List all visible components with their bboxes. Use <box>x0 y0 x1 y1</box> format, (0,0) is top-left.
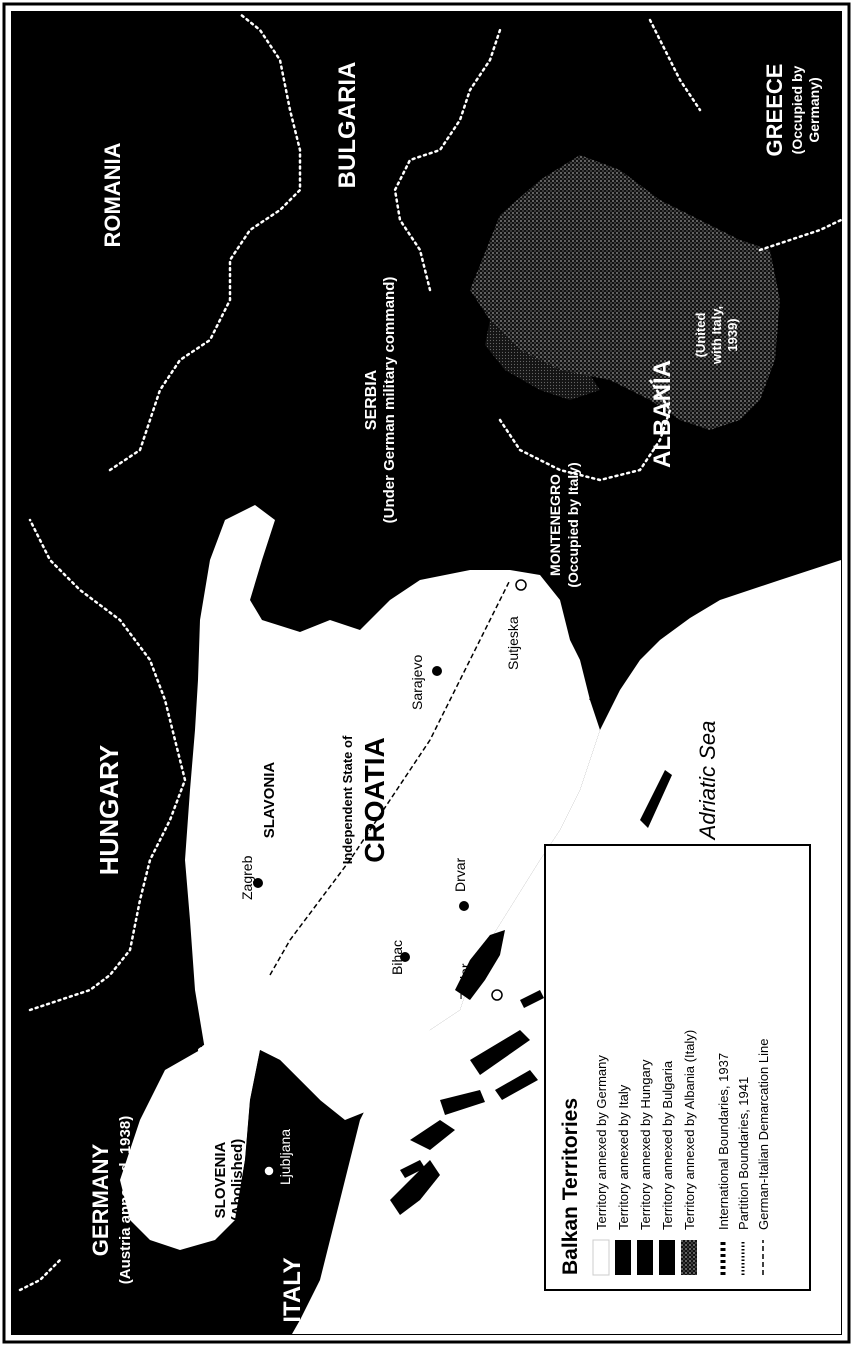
legend-swatch-italy <box>615 1240 631 1275</box>
international-boundaries <box>18 12 843 1322</box>
label-greece: GREECE <box>762 64 787 157</box>
legend-item-hungary: Territory annexed by Hungary <box>638 1059 653 1230</box>
croatia-territory <box>185 505 600 1200</box>
label-italy: ITALY <box>279 1257 306 1322</box>
label-dubrovnik: Dubrovnik <box>599 636 615 700</box>
albania-annexed-kosovo <box>485 320 600 400</box>
zagreb-dot <box>253 878 263 888</box>
zadar-dot <box>491 989 503 1001</box>
drvar-dot <box>459 901 469 911</box>
legend-line-demarcation-label: German-Italian Demarcation Line <box>756 1039 771 1230</box>
label-adriatic-sea: Adriatic Sea <box>695 721 720 842</box>
label-albania: ALBANIA <box>649 360 676 468</box>
label-bihac: Bihac <box>389 940 405 975</box>
label-albania-note-1: (United <box>693 313 708 358</box>
demarcation-line <box>269 579 621 976</box>
bihac-dot <box>400 952 410 962</box>
legend-item-italy: Territory annexed by Italy <box>616 1084 631 1230</box>
label-slovenia: SLOVENIA <box>212 1141 229 1218</box>
label-albania-note-3: 1939) <box>725 318 740 351</box>
legend-box <box>544 844 811 1291</box>
legend-item-germany: Territory annexed by Germany <box>594 1055 609 1230</box>
sutjeska-dot <box>515 579 527 591</box>
label-serbia: SERBIA <box>363 369 380 430</box>
label-croatia-prefix: Independent State of <box>340 735 355 864</box>
label-romania: ROMANIA <box>100 142 125 247</box>
label-slovenia-note: (Abolished) <box>229 1139 246 1222</box>
sarajevo-dot <box>432 666 442 676</box>
label-albania-note-2: with Italy, <box>709 306 724 365</box>
legend: Balkan Territories Territory annexed by … <box>544 844 811 1291</box>
partition-boundaries <box>198 963 272 1052</box>
label-sutjeska: Sutjeska <box>505 616 521 670</box>
label-hungary: HUNGARY <box>94 745 124 875</box>
dubrovnik-dot <box>622 627 632 637</box>
label-greece-note-2: Germany) <box>806 77 822 142</box>
legend-line-international-label: International Boundaries, 1937 <box>716 1053 731 1230</box>
legend-line-partition-label: Partition Boundaries, 1941 <box>736 1077 751 1230</box>
bulgaria-annexed-macedonia <box>470 155 780 430</box>
label-germany: GERMANY <box>88 1143 113 1256</box>
legend-swatch-bulgaria <box>659 1240 675 1275</box>
label-sarajevo: Sarajevo <box>409 655 425 710</box>
label-greece-note-1: (Occupied by <box>789 65 805 154</box>
ljubljana-dot <box>263 1165 275 1177</box>
label-ljubljana: Ljubljana <box>277 1129 293 1185</box>
label-bulgaria: BULGARIA <box>334 62 361 189</box>
map-labels: ROMANIA BULGARIA HUNGARY GERMANY (Austri… <box>88 62 822 1323</box>
slovenia-territory <box>120 1030 260 1250</box>
legend-title: Balkan Territories <box>559 1098 582 1275</box>
label-slavonia: SLAVONIA <box>261 762 278 839</box>
legend-item-albania: Territory annexed by Albania (Italy) <box>682 1030 697 1230</box>
label-montenegro: MONTENEGRO <box>547 474 563 576</box>
city-markers <box>253 579 632 1177</box>
legend-swatch-germany <box>592 1239 610 1276</box>
label-zagreb: Zagreb <box>239 855 255 900</box>
legend-swatch-albania <box>681 1240 697 1275</box>
label-serbia-note: (Under German military command) <box>381 277 398 524</box>
label-germany-note: (Austria annexed, 1938) <box>117 1116 134 1284</box>
legend-swatch-hungary <box>637 1240 653 1275</box>
italy-annexed-ljubljana <box>235 1050 330 1250</box>
legend-item-bulgaria: Territory annexed by Bulgaria <box>660 1060 675 1230</box>
label-drvar: Drvar <box>452 857 468 892</box>
label-zadar: Zadar <box>457 963 473 1000</box>
label-croatia: CROATIA <box>359 737 390 862</box>
label-montenegro-note: (Occupied by Italy) <box>565 462 581 587</box>
